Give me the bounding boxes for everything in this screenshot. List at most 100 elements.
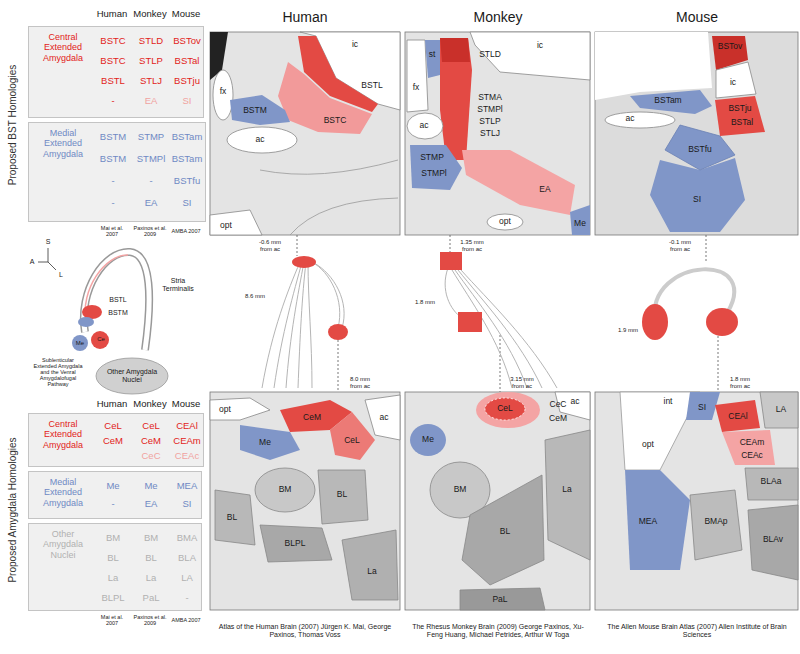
region-label: EA: [539, 185, 550, 194]
region-label: BL: [337, 490, 347, 499]
orientation-axes: [38, 248, 56, 270]
region-label: BLAa: [761, 477, 782, 486]
mouse-bst-section: [605, 112, 675, 128]
fiber-tract: [458, 270, 542, 388]
row-heading: Central Extended Amygdala: [32, 419, 94, 450]
guide-line: [718, 336, 719, 392]
region-label: BSTam: [654, 96, 681, 105]
monkey-bst-section: [487, 214, 523, 230]
orientation-axes: [48, 248, 49, 262]
stria-terminalis-schematic: [84, 252, 149, 350]
mouse-amygdala-section: [595, 392, 798, 610]
mouse-amygdala-section: [686, 392, 720, 420]
region-label: CEAc: [741, 451, 763, 460]
source-note: AMBA 2007: [168, 617, 204, 623]
monkey-bst-section: [570, 205, 590, 235]
table-cell: Me: [144, 480, 157, 491]
region-label: CEAl: [728, 412, 747, 421]
mouse-amygdala-section: [715, 400, 760, 432]
human-bst-section: [210, 210, 262, 235]
stria-terminalis-schematic: [78, 317, 94, 327]
human-amygdala-section: [318, 470, 368, 524]
table-cell: MEA: [177, 480, 198, 491]
orientation-axes: [38, 262, 48, 263]
human-bst-section: [210, 32, 400, 235]
atlas-caption: The Rhesus Monkey Brain (2009) George Pa…: [407, 623, 589, 638]
human-bst-section: [213, 70, 233, 120]
stria-terminalis-schematic: [72, 335, 88, 351]
monkey-bst-section: [407, 40, 428, 112]
human-amygdala-section: [210, 398, 270, 420]
region-label: CeL: [497, 404, 513, 413]
region-label: opt: [642, 440, 654, 449]
table-cell: -: [111, 95, 114, 106]
region-label: CeM: [303, 413, 321, 422]
region-label: STMPl: [477, 105, 503, 114]
row-heading: Medial Extended Amygdala: [32, 128, 94, 159]
region-label: MEA: [639, 517, 657, 526]
region-label: STMA: [478, 93, 502, 102]
region-label: BSTL: [361, 81, 382, 90]
human-bst-section: [260, 160, 398, 174]
table-cell: BSTC: [100, 55, 125, 66]
region-label: BSTL: [109, 296, 127, 304]
table-cell: La: [108, 572, 119, 583]
mouse-bst-section: [715, 96, 765, 136]
region-label: SI: [698, 403, 706, 412]
region-label: ac: [626, 114, 635, 123]
source-note: Paxinos et al. 2009: [132, 225, 168, 237]
table-cell: EA: [145, 95, 158, 106]
monkey-bst-section: [407, 113, 443, 139]
homology-table-row: Central Extended AmygdalaBSTCBSTCBSTL-ST…: [28, 26, 204, 118]
region-label: ac: [380, 413, 389, 422]
region-label: CeL: [344, 436, 360, 445]
region-label: CeM: [549, 414, 567, 423]
table-cell: STMP: [138, 131, 164, 142]
table-cell: BSTam: [172, 131, 203, 142]
mouse-amygdala-section: [760, 392, 798, 428]
dimension-label: -0.6 mm from ac: [254, 239, 286, 252]
table-cell: BSTov: [173, 35, 200, 46]
region-label: Me: [422, 435, 434, 444]
table-cell: SI: [183, 95, 192, 106]
table-cell: -: [111, 175, 114, 186]
monkey-bst-section: [405, 32, 590, 235]
table-cell: CeM: [141, 435, 161, 446]
table-cell: BSTal: [175, 55, 200, 66]
region-label: SI: [693, 195, 701, 204]
table-cell: -: [149, 175, 152, 186]
fiber-tract: [455, 270, 527, 388]
mouse-bst-section: [595, 32, 798, 235]
region-label: BSTov: [718, 42, 743, 51]
homology-table-row: Medial Extended AmygdalaBSTMBSTM--STMPST…: [28, 122, 206, 222]
row-heading: Central Extended Amygdala: [32, 32, 94, 63]
human-amygdala-section: [215, 490, 255, 545]
mouse-amygdala-section: [745, 468, 798, 500]
region-label: PaL: [492, 595, 507, 604]
human-amygdala-section: [260, 525, 332, 562]
stria-terminalis-schematic: [84, 252, 149, 350]
table-cell: STLJ: [140, 75, 162, 86]
dimension-label: 8.6 mm: [245, 293, 265, 300]
monkey-bst-section: [405, 32, 590, 235]
region-label: int: [664, 397, 673, 406]
region-label: La: [367, 567, 376, 576]
row-heading: Other Amygdala Nuclei: [32, 529, 94, 560]
region-label: BSTM: [108, 309, 127, 317]
region-label: ic: [730, 78, 736, 87]
monkey-bst-section: [425, 40, 440, 78]
region-label: BSTM: [243, 106, 267, 115]
mouse-bst-section: [630, 90, 712, 114]
table-cell: -: [111, 197, 114, 208]
amygdala-marker: [440, 252, 462, 270]
column-header: Mouse: [172, 399, 201, 409]
region-label: ac: [420, 121, 429, 130]
fiber-tract: [308, 262, 312, 388]
dimension-label: 3.15 mm from ac: [506, 376, 538, 389]
table-cell: CeL: [104, 420, 121, 431]
source-note: Paxinos et al. 2009: [132, 614, 168, 626]
axis-label: A: [30, 258, 35, 266]
region-label: LA: [776, 405, 786, 414]
region-label: BSTC: [324, 116, 347, 125]
